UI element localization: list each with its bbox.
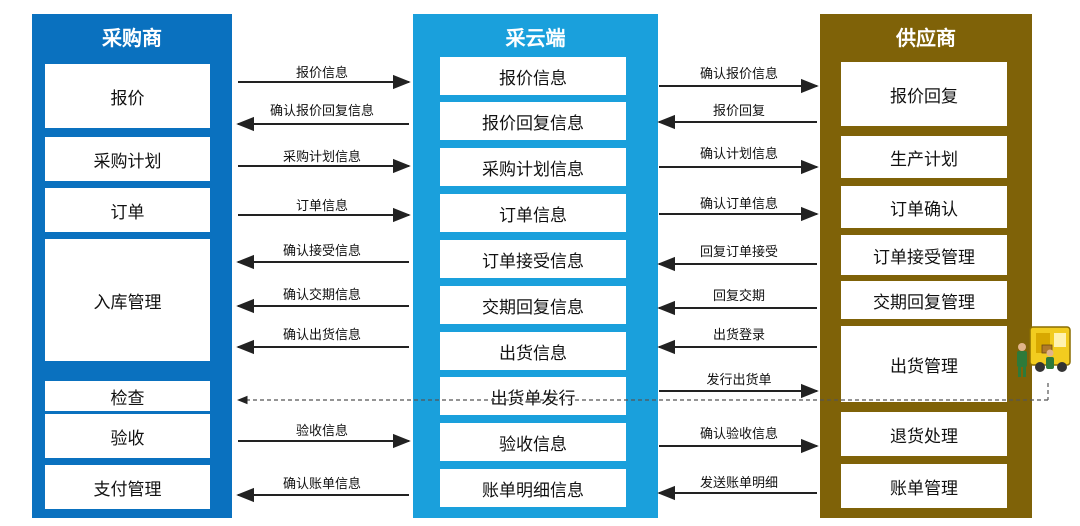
supplier-box-order-accept-mgmt: 订单接受管理 xyxy=(841,235,1007,275)
platform-box-plan-info: 采购计划信息 xyxy=(440,148,626,186)
arrow-right-label-2: 报价回复 xyxy=(712,104,766,119)
arrow-right-label-8: 发行出货单 xyxy=(706,373,772,388)
buyer-box-order: 订单 xyxy=(45,188,210,232)
supplier-box-order-confirm: 订单确认 xyxy=(841,186,1007,228)
arrow-left-label-2: 确认报价回复信息 xyxy=(269,104,375,119)
buyer-box-payment: 支付管理 xyxy=(45,465,210,509)
arrow-left-label-8: 验收信息 xyxy=(295,424,349,439)
supplier-box-shipment-mgmt: 出货管理 xyxy=(841,326,1007,402)
platform-box-acceptance-info: 验收信息 xyxy=(440,423,626,461)
buyer-box-acceptance: 验收 xyxy=(45,414,210,458)
arrow-left-label-1: 报价信息 xyxy=(295,66,349,81)
arrow-left-label-3: 采购计划信息 xyxy=(282,150,362,165)
buyer-box-warehousing: 入库管理 xyxy=(45,239,210,361)
buyer-title: 采购商 xyxy=(102,26,162,50)
arrow-left-label-9: 确认账单信息 xyxy=(282,477,362,492)
platform-box-quote-reply-info: 报价回复信息 xyxy=(440,102,626,140)
supplier-title: 供应商 xyxy=(896,26,956,50)
platform-box-bill-detail-info: 账单明细信息 xyxy=(440,469,626,507)
arrow-left-label-4: 订单信息 xyxy=(295,199,349,214)
supplier-box-bill-mgmt: 账单管理 xyxy=(841,464,1007,508)
arrow-right-label-3: 确认计划信息 xyxy=(699,147,779,162)
supplier-box-quote-reply: 报价回复 xyxy=(841,62,1007,126)
arrow-left-label-7: 确认出货信息 xyxy=(282,328,362,343)
arrow-right-label-10: 发送账单明细 xyxy=(699,476,779,491)
arrow-right-label-7: 出货登录 xyxy=(712,328,766,343)
platform-box-quote-info: 报价信息 xyxy=(440,57,626,95)
platform-box-order-info: 订单信息 xyxy=(440,194,626,232)
arrow-right-label-5: 回复订单接受 xyxy=(699,245,779,260)
supplier-box-production-plan: 生产计划 xyxy=(841,136,1007,178)
arrow-right-label-9: 确认验收信息 xyxy=(699,427,779,442)
buyer-box-inspection: 检查 xyxy=(45,381,210,411)
supplier-box-delivery-reply-mgmt: 交期回复管理 xyxy=(841,281,1007,319)
arrow-right-label-4: 确认订单信息 xyxy=(699,197,779,212)
platform-title: 采云端 xyxy=(505,26,566,50)
platform-box-shipping-note: 出货单发行 xyxy=(440,377,626,415)
supplier-box-return-handling: 退货处理 xyxy=(841,412,1007,456)
platform-box-shipment-info: 出货信息 xyxy=(440,332,626,370)
arrow-right-label-6: 回复交期 xyxy=(712,289,766,304)
arrow-right-label-1: 确认报价信息 xyxy=(699,67,779,82)
platform-box-delivery-reply-info: 交期回复信息 xyxy=(440,286,626,324)
buyer-box-plan: 采购计划 xyxy=(45,137,210,181)
arrow-left-label-5: 确认接受信息 xyxy=(282,244,362,259)
platform-box-order-accept-info: 订单接受信息 xyxy=(440,240,626,278)
buyer-box-quote: 报价 xyxy=(45,64,210,128)
delivery-truck-icon xyxy=(1017,326,1071,377)
arrow-left-label-6: 确认交期信息 xyxy=(282,288,362,303)
